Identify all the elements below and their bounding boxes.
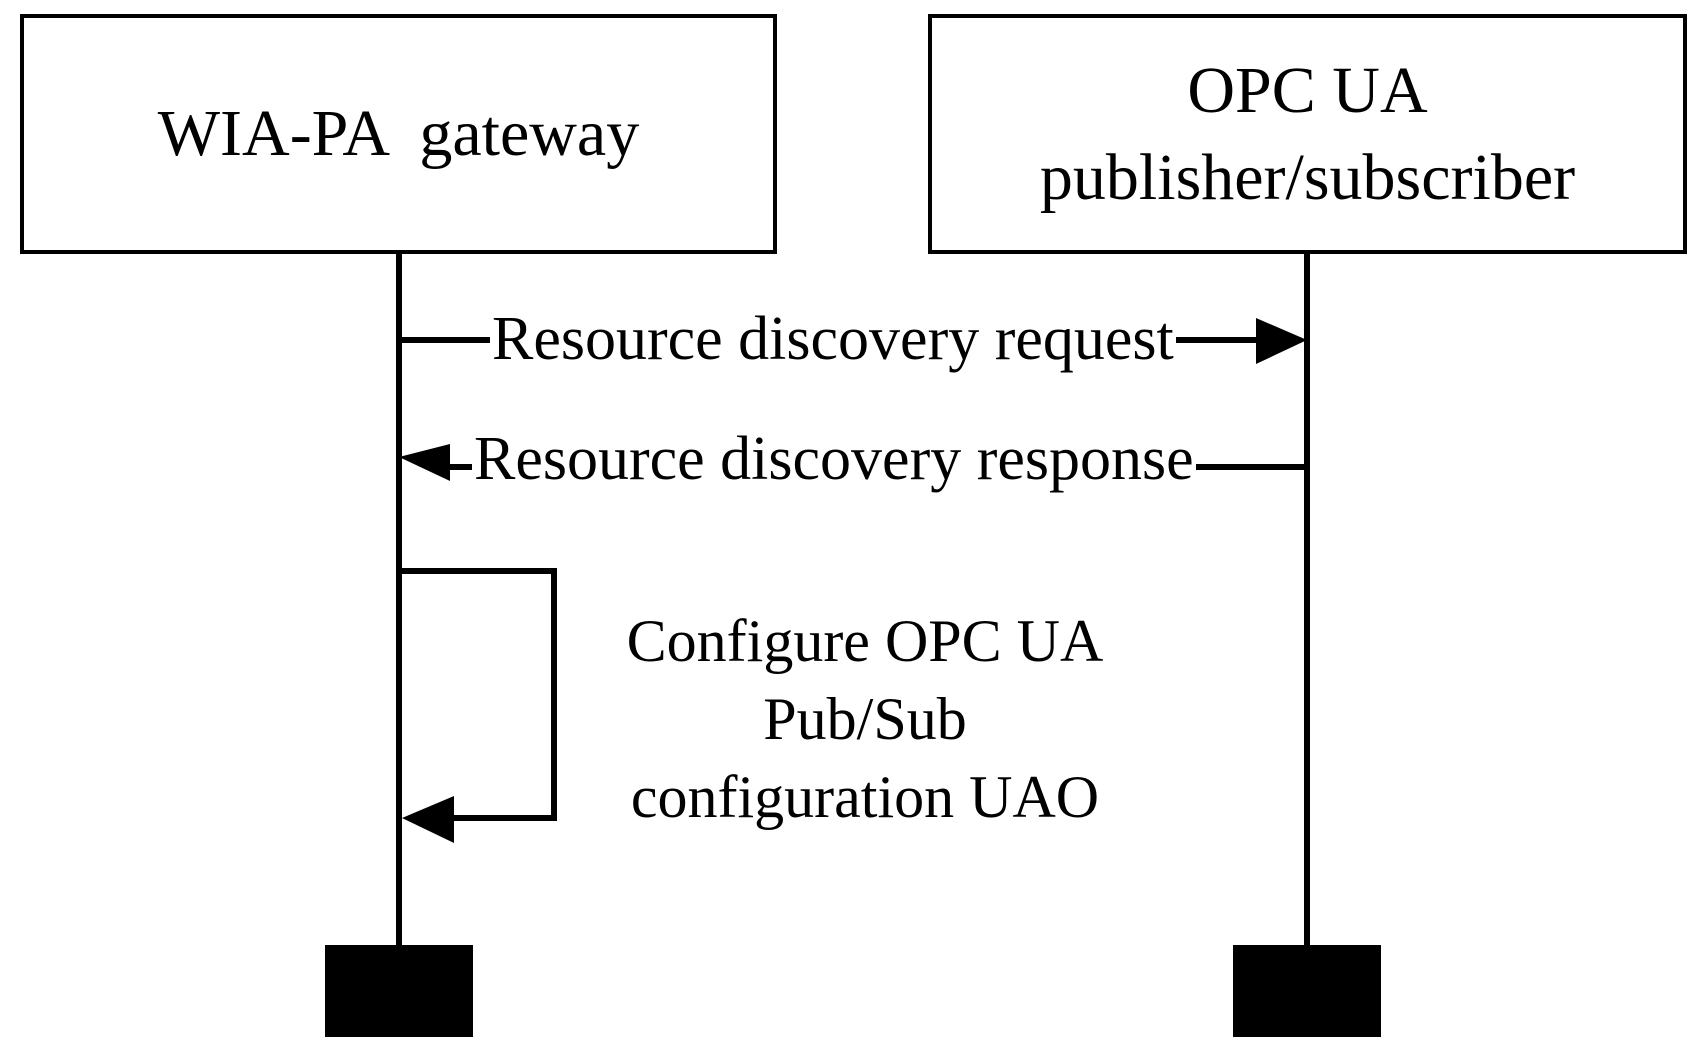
message-label-request: Resource discovery request: [490, 305, 1176, 373]
self-message-line: Configure OPC UA: [626, 608, 1104, 674]
response-arrowhead: [399, 444, 450, 481]
message-label-response: Resource discovery response: [472, 425, 1196, 493]
participant-box-wia-pa-gateway: WIA-PA gateway: [20, 14, 777, 254]
self-message-loop: [399, 568, 557, 821]
self-message-label: Configure OPC UA Pub/Sub configuration U…: [560, 602, 1170, 836]
participant-label: OPC UA publisher/subscriber: [1039, 53, 1576, 214]
self-message-line: configuration UAO: [630, 764, 1100, 830]
self-message-line: Pub/Sub: [763, 686, 967, 752]
participant-label: WIA-PA gateway: [157, 97, 640, 171]
self-message-arrowhead: [402, 796, 454, 843]
participant-box-opc-ua-pubsub: OPC UA publisher/subscriber: [928, 14, 1687, 254]
lifeline-end-left: [325, 945, 473, 1037]
request-arrowhead: [1256, 318, 1307, 364]
lifeline-end-right: [1233, 945, 1381, 1037]
